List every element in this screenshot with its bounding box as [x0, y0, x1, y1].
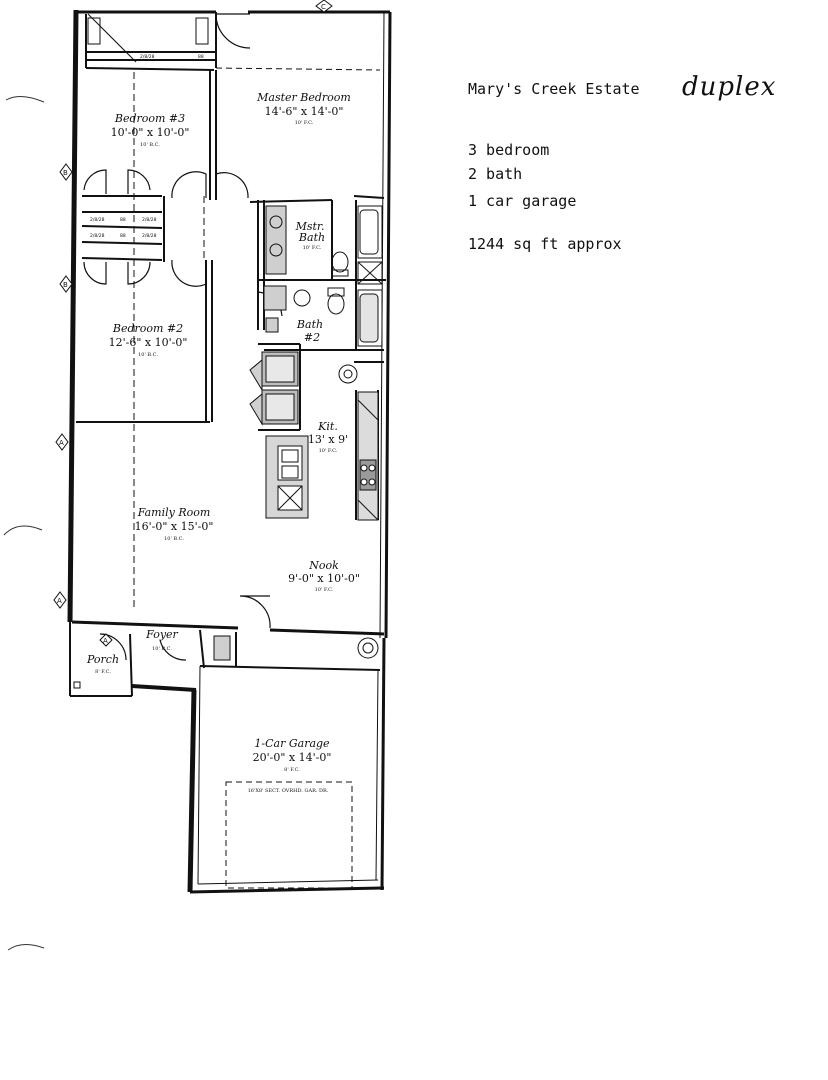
shower — [357, 261, 383, 285]
closet-label-3: 2/8/28 — [90, 217, 105, 223]
closet-label-6: 2/8/28 — [90, 233, 105, 239]
kitchen-name: Kit. — [317, 420, 338, 433]
marker-a3-label: A — [103, 637, 108, 645]
sheet-area: 1244 sq ft approx — [468, 235, 622, 253]
fixtures — [73, 13, 383, 889]
bedroom2-dims: 12'-6" x 10'-0" — [109, 336, 188, 349]
marker-b2 — [59, 275, 73, 293]
beam-lines — [133, 72, 205, 610]
garage-door-label: 16'X8' SECT. OVRHD. GAR. DR. — [248, 788, 329, 794]
foyer-name: Foyer — [145, 628, 178, 641]
porch-name: Porch — [86, 653, 119, 666]
garage-wh — [357, 637, 379, 659]
garage-door-outline — [225, 781, 353, 889]
water-heater — [338, 364, 358, 384]
bath2-vanity — [263, 285, 287, 311]
mstr-bath-name2: Bath — [298, 231, 325, 244]
mstr-bath-name: Mstr. — [295, 220, 325, 233]
marker-a2 — [53, 591, 67, 609]
kitchen-dims: 13' x 9' — [308, 433, 348, 446]
master-bedroom-dims: 14'-6" x 14'-0" — [265, 105, 344, 118]
bedroom3-note: 10' B.C. — [140, 142, 160, 148]
family-room-dims: 16'-0" x 15'-0" — [135, 520, 214, 533]
closet-label-4: 88 — [120, 217, 126, 223]
marker-a3 — [99, 633, 113, 647]
garage-note: 8' F.C. — [284, 767, 300, 773]
feature-garage: 1 car garage — [468, 192, 577, 210]
handwritten-note: duplex — [682, 72, 777, 102]
marker-c — [315, 0, 333, 13]
scan-mark-1 — [5, 96, 45, 103]
nook-dims: 9'-0" x 10'-0" — [288, 572, 360, 585]
exterior-walls — [67, 9, 392, 894]
master-bedroom-name: Master Bedroom — [256, 91, 351, 104]
nook-name: Nook — [308, 559, 339, 572]
garage-dims: 20'-0" x 14'-0" — [253, 751, 332, 764]
scan-mark-3 — [7, 944, 45, 951]
bedroom3-name: Bedroom #3 — [114, 112, 185, 125]
master-tub — [357, 205, 383, 259]
sheet-title: Mary's Creek Estate — [468, 80, 640, 98]
kitchen-counter — [357, 391, 379, 521]
mstr-bath-note: 10' F.C. — [303, 245, 322, 251]
section-markers — [53, 0, 333, 647]
marker-b2-label: B — [63, 281, 68, 289]
bath2-name: Bath — [296, 318, 323, 331]
master-bedroom-note: 10' F.C. — [295, 120, 314, 126]
marker-a1 — [55, 433, 69, 451]
bath2-tub — [357, 289, 383, 347]
marker-a2-label: A — [57, 597, 62, 605]
doors — [83, 13, 283, 661]
bedroom2-name: Bedroom #2 — [112, 322, 183, 335]
closet-shelf-line — [87, 13, 137, 63]
garage-name: 1-Car Garage — [254, 737, 330, 750]
marker-b1 — [59, 163, 73, 181]
closet-label-8: 2/8/28 — [142, 233, 157, 239]
family-room-note: 10' B.C. — [164, 536, 184, 542]
closet-label-1: 2/8/28 — [140, 54, 155, 60]
closet-label-2: 88 — [198, 54, 204, 60]
feature-baths: 2 bath — [468, 165, 523, 183]
porch-note: 8' F.C. — [95, 669, 111, 675]
foyer-note: 10' B.C. — [152, 646, 172, 652]
master-vanity — [265, 205, 287, 275]
closet-label-5: 2/8/28 — [142, 217, 157, 223]
nook-note: 10' F.C. — [315, 587, 334, 593]
master-toilet — [331, 251, 349, 273]
marker-b1-label: B — [63, 169, 68, 177]
marker-a1-label: A — [59, 439, 64, 447]
closet-label-7: 88 — [120, 233, 126, 239]
family-room-name: Family Room — [137, 506, 211, 519]
bedroom3-dims: 10'-0" x 10'-0" — [111, 126, 190, 139]
marker-c-label: C — [321, 3, 326, 11]
scan-mark-2 — [3, 525, 43, 536]
kitchen-note: 10' F.C. — [319, 448, 338, 454]
interior-walls — [76, 12, 386, 520]
bedroom2-note: 10' B.C. — [138, 352, 158, 358]
bath2-name2: #2 — [304, 331, 320, 344]
feature-bedrooms: 3 bedroom — [468, 141, 550, 159]
